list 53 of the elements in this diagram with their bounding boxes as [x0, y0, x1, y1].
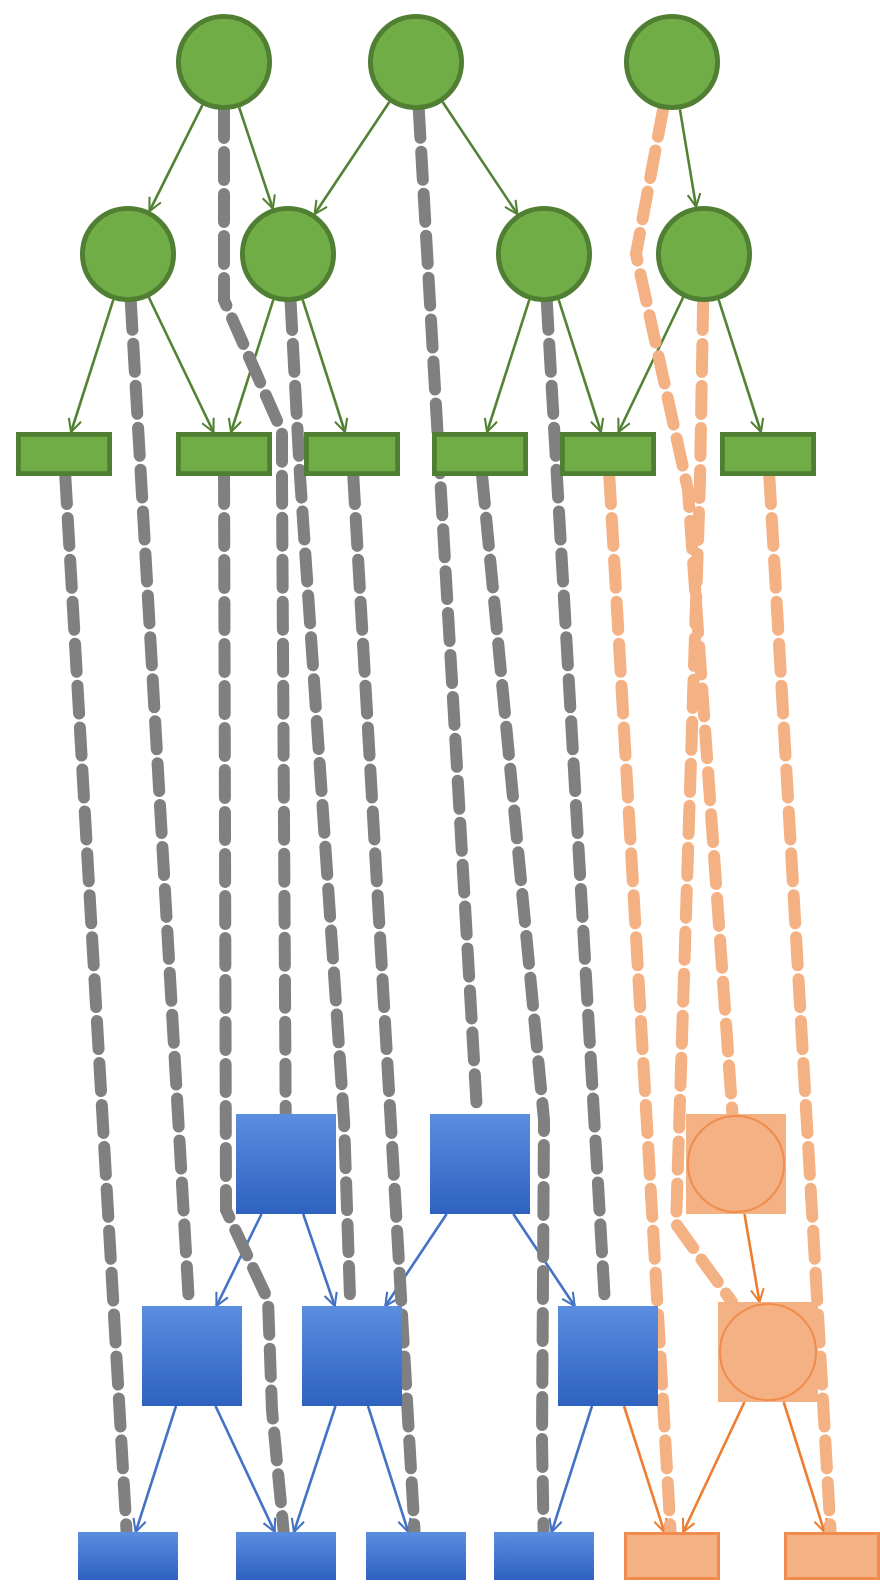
arrow — [148, 104, 204, 213]
square-node — [236, 1114, 336, 1214]
arrow — [743, 1213, 765, 1304]
arrow — [557, 299, 605, 434]
bar-node — [236, 1532, 336, 1580]
arrow — [717, 299, 765, 434]
bar-node — [304, 432, 400, 476]
square-node — [718, 1302, 818, 1402]
square-node — [558, 1306, 658, 1406]
arrow — [237, 107, 276, 210]
bar-node — [624, 1532, 720, 1580]
arrow — [366, 1405, 412, 1534]
arrow — [678, 109, 702, 208]
bar-node — [176, 432, 272, 476]
arrow — [290, 1405, 337, 1534]
arrow — [301, 299, 349, 434]
bar-node — [432, 432, 528, 476]
circle-node — [656, 206, 752, 302]
square-node — [142, 1306, 242, 1406]
arrow — [313, 101, 391, 216]
bar-node — [560, 432, 656, 476]
circle-node — [368, 14, 464, 110]
arrow — [782, 1401, 828, 1534]
circle-node — [496, 206, 592, 302]
arrow — [512, 1213, 576, 1308]
bar-node — [78, 1532, 178, 1580]
arrow — [617, 296, 685, 434]
bar-node — [16, 432, 112, 476]
arrow — [214, 1405, 277, 1534]
circle-node — [624, 14, 720, 110]
arrow — [67, 299, 115, 434]
arrow — [301, 1213, 338, 1308]
arrow — [132, 1405, 178, 1534]
arrow — [441, 101, 519, 216]
arrow — [483, 299, 531, 434]
bar-node — [366, 1532, 466, 1580]
arrow — [384, 1213, 448, 1308]
circle-node — [80, 206, 176, 302]
arrow — [227, 299, 275, 434]
arrow — [147, 296, 215, 434]
bar-node — [784, 1532, 880, 1580]
dashed-connector — [629, 103, 739, 1120]
circle-node — [176, 14, 272, 110]
arrow — [548, 1405, 594, 1534]
arrow — [681, 1401, 746, 1534]
bar-node — [720, 432, 816, 476]
arrow — [622, 1405, 668, 1534]
bar-node — [494, 1532, 594, 1580]
arrow — [215, 1213, 263, 1308]
circle-node — [240, 206, 336, 302]
square-node — [430, 1114, 530, 1214]
square-node — [686, 1114, 786, 1214]
square-node — [302, 1306, 402, 1406]
